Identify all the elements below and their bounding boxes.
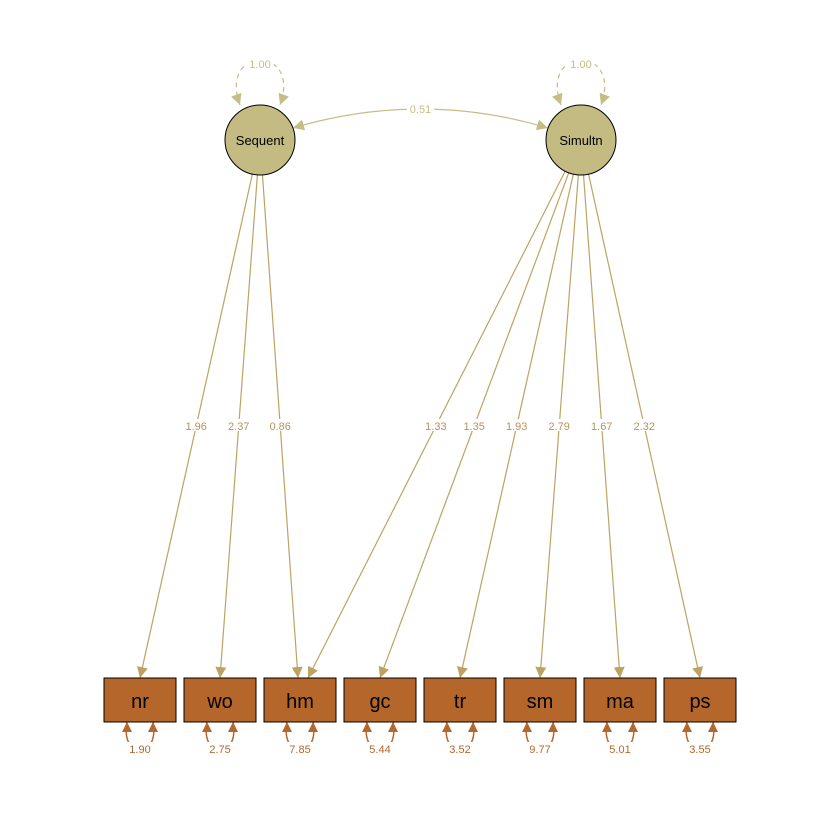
loading-label-sequent-hm: 0.86 [269,421,290,433]
loading-label-simultn-hm: 1.33 [425,421,446,433]
residual-arrowhead-gc-1 [388,722,398,732]
loading-label-simultn-gc: 1.35 [463,421,484,433]
manifest-node-hm [263,677,337,723]
residual-arrowhead-hm-1 [308,722,318,732]
variable-nodes: Sequent Simultn nr wo hm gc tr sm ma ps [103,104,737,723]
residual-arrowhead-gc-0 [362,722,372,732]
loading-label-simultn-tr-bg [502,419,531,431]
manifest-node-nr [103,677,177,723]
residual-label-gc-bg [366,742,394,754]
residual-label-ps-bg [686,742,714,754]
parameter-labels: 1.96 2.37 0.86 1.33 1.35 1.93 2.79 1.67 2.32 0.51… [126,57,714,756]
variance-label-sequent-bg [246,57,274,69]
latent-label-simultn: Simultn [559,133,602,148]
residual-arrowhead-nr-1 [148,722,158,732]
loading-label-simultn-sm: 2.79 [548,421,569,433]
covariance-label-sequent-simultn: 0.51 [410,104,431,116]
loading-label-simultn-sm-bg [545,419,574,431]
residual-arrowhead-tr-0 [442,722,452,732]
residual-label-hm-bg [286,742,314,754]
residual-label-sm: 9.77 [529,744,550,756]
residual-arrowhead-nr-0 [122,722,132,732]
manifest-label-hm: hm [286,691,314,713]
manifest-label-nr: nr [131,691,149,713]
manifest-label-tr: tr [454,691,467,713]
residual-label-nr: 1.90 [129,744,150,756]
loading-label-sequent-nr: 1.96 [185,421,206,433]
loading-label-sequent-nr-bg [182,419,211,431]
residual-label-wo-bg [206,742,234,754]
loading-label-simultn-tr: 1.93 [506,421,527,433]
residual-label-ps: 3.55 [689,744,710,756]
loading-label-simultn-gc-bg [460,419,488,431]
manifest-node-gc [343,677,417,723]
loading-label-simultn-ma: 1.67 [591,421,612,433]
latent-node-simultn [545,104,617,176]
residual-arrowhead-hm-0 [282,722,292,732]
residual-label-nr-bg [126,742,154,754]
variance-label-simultn-bg [567,57,595,69]
latent-label-sequent: Sequent [236,133,285,148]
residual-arrowhead-tr-1 [468,722,478,732]
residual-arrowhead-wo-1 [228,722,238,732]
residual-label-tr-bg [446,742,474,754]
residual-arrowhead-ma-1 [628,722,638,732]
loading-label-sequent-hm-bg [266,419,295,431]
manifest-node-ma [583,677,657,723]
residual-arrowhead-ps-0 [682,722,692,732]
manifest-node-tr [423,677,497,723]
residual-label-hm: 7.85 [289,744,310,756]
manifest-label-gc: gc [369,691,390,713]
residual-label-wo: 2.75 [209,744,230,756]
manifest-label-sm: sm [527,691,554,713]
manifest-node-ps [663,677,737,723]
loading-label-simultn-hm-bg [422,419,450,431]
residual-arrowhead-ma-0 [602,722,612,732]
loading-label-simultn-ps: 2.32 [634,421,655,433]
manifest-label-ma: ma [606,691,635,713]
residual-label-sm-bg [526,742,554,754]
loading-paths [122,170,718,752]
manifest-node-sm [503,677,577,723]
residual-arrowhead-wo-0 [202,722,212,732]
variance-label-simultn: 1.00 [570,59,591,71]
residual-label-tr: 3.52 [449,744,470,756]
manifest-label-wo: wo [206,691,233,713]
latent-node-sequent [224,104,296,176]
loading-label-sequent-wo-bg [224,419,253,431]
residual-arrowhead-sm-1 [548,722,558,732]
covariance-label-sequent-simultn-bg [406,102,435,114]
residual-label-ma: 5.01 [609,744,630,756]
residual-label-gc: 5.44 [369,744,390,756]
variance-label-sequent: 1.00 [249,59,270,71]
loading-label-simultn-ps-bg [630,419,659,431]
residual-arrowhead-sm-0 [522,722,532,732]
covariance-paths [231,59,610,131]
residual-arrowhead-ps-1 [708,722,718,732]
manifest-node-wo [183,677,257,723]
manifest-label-ps: ps [689,691,710,713]
residual-label-ma-bg [606,742,634,754]
loading-label-simultn-ma-bg [587,419,616,431]
loading-label-sequent-wo: 2.37 [228,421,249,433]
